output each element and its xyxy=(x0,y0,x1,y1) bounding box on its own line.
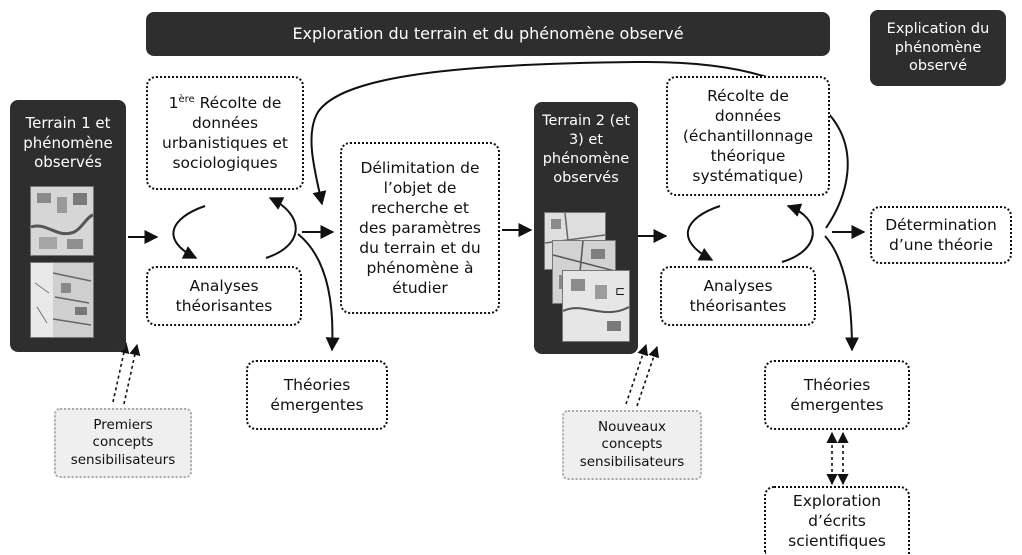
arrow-analyses2-to-recolte2 xyxy=(781,203,814,263)
recolte2-label: Récolte de données (échantillonnage théo… xyxy=(682,86,814,186)
terrain1-label: Terrain 1 et phénomène observés xyxy=(23,114,113,171)
analyses1-box: Analyses théorisantes xyxy=(146,266,302,326)
concepts2-box: Nouveaux concepts sensibilisateurs xyxy=(562,410,702,480)
terrain2-label: Terrain 2 (et 3) et phénomène observés xyxy=(542,113,630,186)
arrow-concepts2-a xyxy=(625,343,649,405)
arrow-concepts1-b xyxy=(123,343,141,405)
delimitation-label: Délimitation de l’objet de recherche et … xyxy=(359,158,481,298)
theories1-box: Théories émergentes xyxy=(246,360,388,430)
concepts1-box: Premiers concepts sensibilisateurs xyxy=(54,408,192,478)
arrow-feedback-loop xyxy=(310,60,849,229)
recolte1-text: Récolte de données urbanistiques et soci… xyxy=(162,93,288,173)
recolte1-label: 1ère Récolte de données urbanistiques et… xyxy=(162,93,288,174)
recolte1-box: 1ère Récolte de données urbanistiques et… xyxy=(146,76,304,190)
determination-label: Détermination d’une théorie xyxy=(885,215,997,254)
analyses1-label: Analyses théorisantes xyxy=(175,276,273,315)
concepts2-label: Nouveaux concepts sensibilisateurs xyxy=(579,418,685,470)
svg-text:⊏: ⊏ xyxy=(615,284,625,298)
concepts1-label: Premiers concepts sensibilisateurs xyxy=(70,416,176,468)
terrain1-map-image-2 xyxy=(30,262,94,338)
arrow-recolte2-to-analyses2 xyxy=(686,205,721,261)
header-exploration: Exploration du terrain et du phénomène o… xyxy=(146,12,830,56)
exploration-ecrits-label: Exploration d’écrits scientifiques xyxy=(788,491,886,551)
theories2-label: Théories émergentes xyxy=(790,375,884,414)
arrow-cycle2-to-theories2 xyxy=(824,235,859,352)
recolte1-number: 1 xyxy=(168,93,179,112)
terrain2-map-image-3: ⊏ xyxy=(562,270,630,342)
arrow-recolte1-to-analyses1 xyxy=(172,205,206,259)
header-explication-label: Explication du phénomène observé xyxy=(886,20,990,75)
arrow-cycle1-to-theories1 xyxy=(297,233,340,352)
theories1-label: Théories émergentes xyxy=(270,375,364,414)
delimitation-box: Délimitation de l’objet de recherche et … xyxy=(340,142,500,314)
exploration-ecrits-box: Exploration d’écrits scientifiques xyxy=(764,486,910,554)
arrow-concepts2-b xyxy=(636,345,660,407)
arrow-concepts1-a xyxy=(112,341,130,403)
arrow-analyses1-to-recolte1 xyxy=(265,197,297,259)
recolte2-box: Récolte de données (échantillonnage théo… xyxy=(666,76,830,196)
recolte1-superscript: ère xyxy=(178,93,195,105)
analyses2-label: Analyses théorisantes xyxy=(689,276,787,315)
analyses2-box: Analyses théorisantes xyxy=(660,266,816,326)
determination-box: Détermination d’une théorie xyxy=(870,206,1012,264)
terrain1-map-image-1 xyxy=(30,186,94,256)
header-explication: Explication du phénomène observé xyxy=(870,10,1006,86)
header-exploration-label: Exploration du terrain et du phénomène o… xyxy=(292,23,684,43)
theories2-box: Théories émergentes xyxy=(764,360,910,430)
